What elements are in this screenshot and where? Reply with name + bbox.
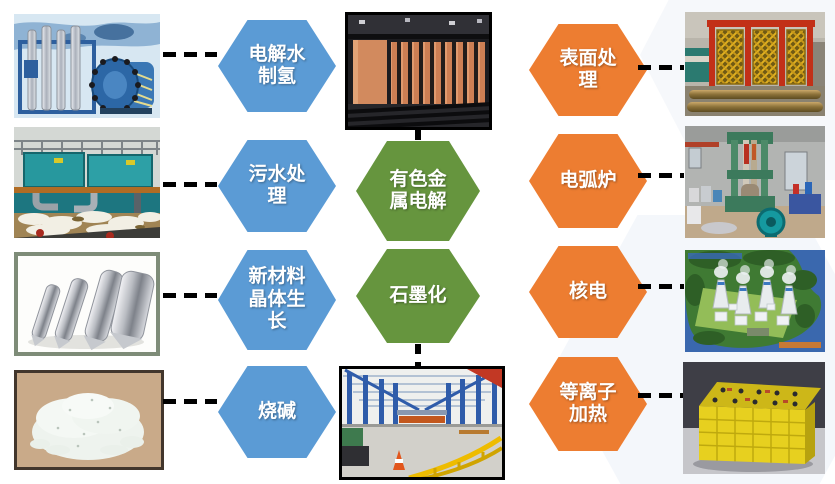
connector-center-bottom	[415, 344, 421, 366]
hex-sewage-treatment: 污水处理	[218, 140, 336, 232]
hex-label: 等离子加热	[559, 381, 617, 425]
photo-caustic-soda	[14, 370, 164, 470]
connector-center-top	[415, 130, 421, 140]
hex-label: 新材料晶体生长	[248, 266, 306, 333]
connector-left-4	[163, 399, 217, 404]
hex-label: 电解水制氢	[248, 43, 306, 87]
connector-left-2	[163, 182, 217, 187]
hex-graphitization: 石墨化	[356, 249, 480, 343]
photo-nuclear-power-plant	[685, 250, 825, 352]
photo-surface-treatment-line	[685, 12, 825, 116]
connector-right-4	[638, 393, 684, 398]
hex-label: 表面处理	[559, 47, 617, 91]
hex-caustic-soda: 烧碱	[218, 366, 336, 458]
connector-right-2	[638, 173, 684, 178]
photo-arc-furnace-workshop	[685, 126, 825, 238]
hex-label: 石墨化	[389, 284, 447, 306]
hex-surface-treatment: 表面处理	[529, 24, 647, 116]
hex-label: 核电	[568, 280, 607, 302]
photo-factory-hall	[339, 366, 505, 480]
hex-nonferrous-metal-electrolysis: 有色金属电解	[356, 141, 480, 241]
hex-electric-arc-furnace: 电弧炉	[529, 134, 647, 228]
hex-label: 烧碱	[257, 400, 296, 422]
photo-crystal-ingots	[14, 252, 160, 356]
hex-new-material-crystal-growth: 新材料晶体生长	[218, 250, 336, 350]
photo-copper-electrolysis	[345, 12, 492, 130]
hex-label: 污水处理	[248, 163, 306, 207]
hex-label: 有色金属电解	[389, 168, 447, 212]
connector-left-3	[163, 293, 217, 298]
hex-water-electrolysis-hydrogen: 电解水制氢	[218, 20, 336, 112]
photo-hydrogen-electrolyzer	[14, 14, 160, 118]
hex-nuclear-power: 核电	[529, 246, 647, 338]
connector-left-1	[163, 52, 217, 57]
photo-wastewater-treatment	[14, 127, 160, 238]
hex-label: 电弧炉	[559, 169, 617, 191]
hex-plasma-heating: 等离子加热	[529, 357, 647, 451]
connector-right-1	[638, 65, 684, 70]
photo-battery-stack	[683, 362, 825, 474]
connector-right-3	[638, 284, 684, 289]
